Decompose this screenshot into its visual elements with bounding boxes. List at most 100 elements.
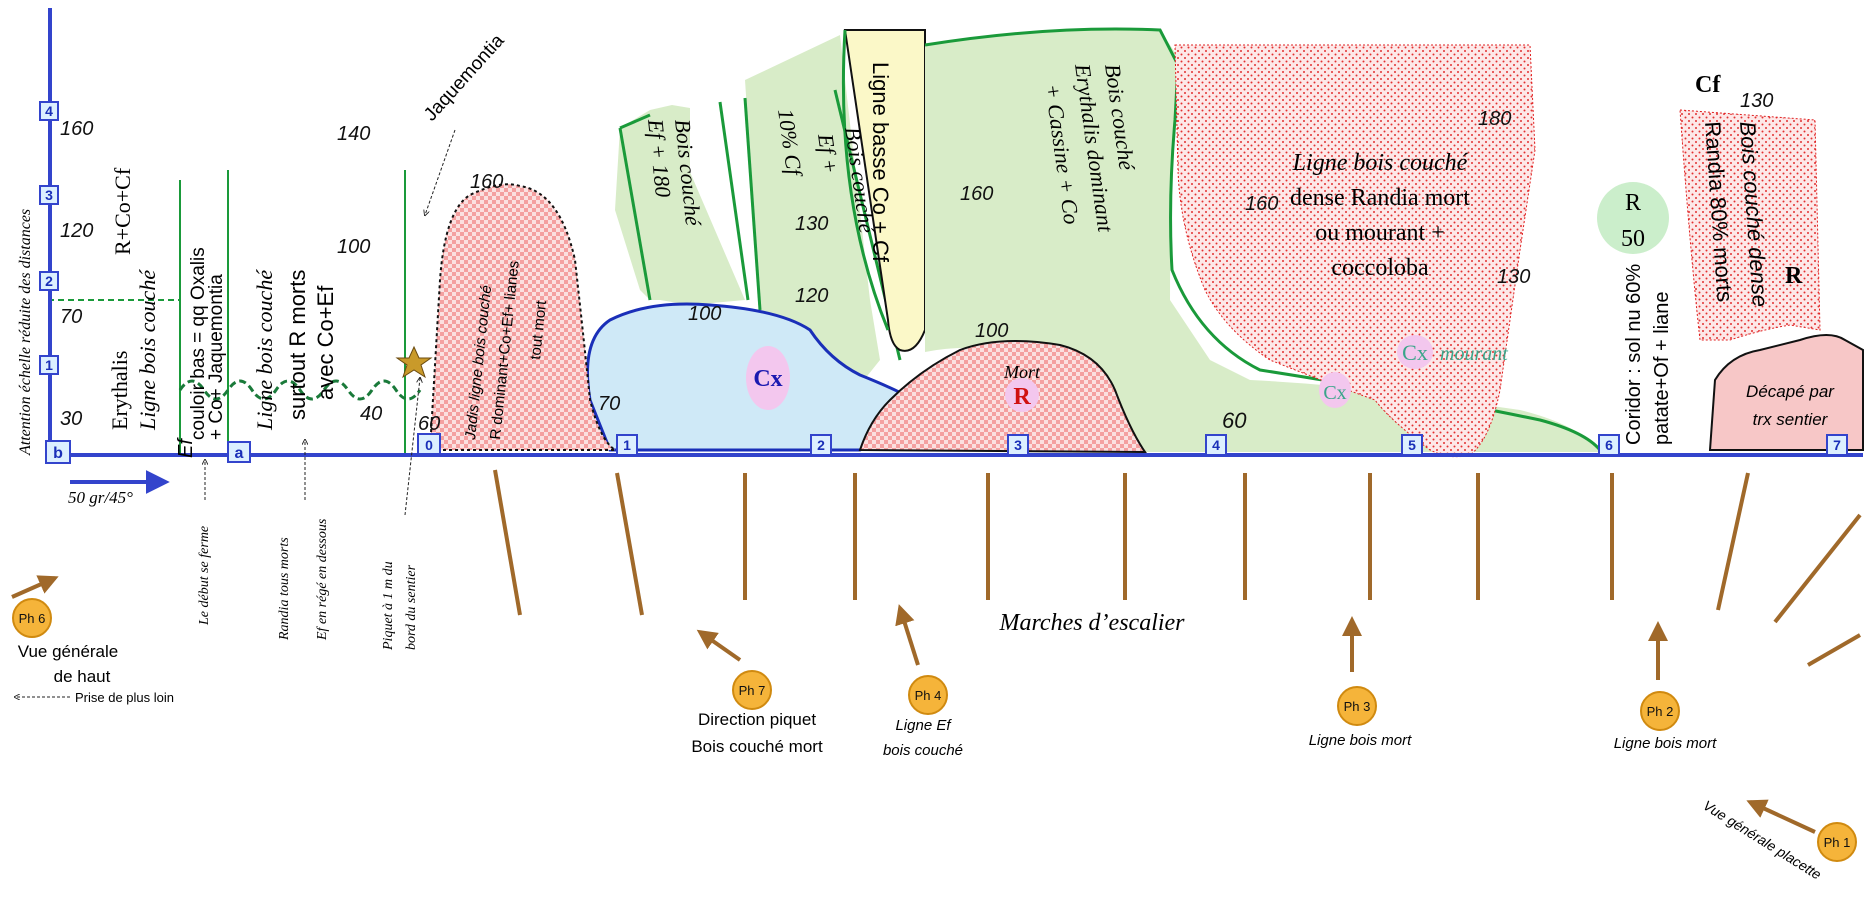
label-jaquemontia: Jaquemontia [420,30,509,125]
label-randia-1: Ligne bois couché [1292,150,1469,176]
note-debut: Le début se ferme [197,526,212,626]
label-cx-1: Cx [753,366,782,392]
svg-text:160: 160 [60,118,93,140]
direction-label: 50 gr/45° [68,488,133,507]
svg-text:70: 70 [598,393,620,415]
svg-text:180: 180 [1478,108,1511,130]
label-rcocf: R+Co+Cf [110,167,135,255]
zone-ligne-basse [843,29,926,352]
wavy-line [178,379,422,401]
label-cx-2: Cx [1323,382,1346,404]
marker-7: 7 [1826,434,1848,456]
label-ef-plus: Ef + [813,131,843,175]
svg-text:30: 30 [60,408,82,430]
note-piquet-1: Piquet à 1 m du [381,561,396,651]
photo-arrows [11,575,1816,834]
label-ef: Ef [175,437,197,458]
marker-1: 1 [616,434,638,456]
photo-ph3[interactable]: Ph 3 [1337,686,1377,726]
svg-text:3: 3 [1014,437,1022,453]
label-cx-3: Cx [1402,340,1428,365]
caption-ph6-2: de haut [54,667,111,686]
svg-text:130: 130 [795,213,828,235]
svg-text:2: 2 [45,273,53,289]
label-r-mort: R [1013,384,1031,410]
photo-ph1[interactable]: Ph 1 [1817,822,1857,862]
zone-bois-couche-ef-cf [745,35,880,385]
svg-text:b: b [53,445,63,462]
label-r50-r: R [1625,190,1641,216]
cx-marker [1319,372,1351,408]
svg-text:60: 60 [418,413,440,435]
svg-text:100: 100 [688,303,721,325]
marker-2: 2 [810,434,832,456]
photo-ph7[interactable]: Ph 7 [732,670,772,710]
cx-marker [746,346,790,410]
marker-5: 5 [1401,434,1423,456]
label-decape-2: trx sentier [1753,410,1829,429]
svg-text:40: 40 [360,403,382,425]
axis-tick: 2 [39,271,59,291]
marker-6: 6 [1598,434,1620,456]
caption-ph6-1: Vue générale [18,642,119,661]
marker-3: 3 [1007,434,1029,456]
label-randia-2: dense Randia mort [1290,185,1470,211]
label-mort: Mort [1003,362,1041,382]
svg-text:120: 120 [60,220,93,242]
svg-text:160: 160 [1245,193,1278,215]
zone-decape [1708,334,1864,451]
zone-jadis [428,183,619,451]
zone-mort [858,340,1147,454]
label-mourant: mourant [1440,343,1508,365]
svg-text:4: 4 [45,103,53,119]
photo-ph6[interactable]: Ph 6 [12,598,52,638]
label-couloir-1: couloir bas = qq Oxalis [188,247,209,440]
svg-text:1: 1 [623,437,631,453]
note-arrow [425,129,456,215]
marker-0: 0 [417,433,441,455]
marker-b: b [45,440,71,464]
label-decape-1: Décapé par [1746,382,1835,401]
label-cf: Cf [1695,72,1721,98]
axis-tick: 4 [39,101,59,121]
caption-ph6-3: Prise de plus loin [75,690,174,705]
svg-text:a: a [235,445,244,462]
label-marches: Marches d’escalier [998,610,1185,636]
caption-ph4-2: bois couché [883,742,963,759]
svg-text:4: 4 [1212,437,1220,453]
label-couloir-2: + Co+ Jaquemontia [206,274,227,440]
side-note: Attention échelle réduite des distances [17,209,34,456]
caption-ph7-2: Bois couché mort [691,737,823,756]
star-icon [395,345,433,379]
r50-marker [1597,182,1669,254]
label-surtout-r-morts: surtout R morts [285,270,310,420]
svg-text:100: 100 [975,320,1008,342]
note-randia-1: Randia tous morts [277,537,292,641]
svg-text:1: 1 [45,357,53,373]
note-randia-2: Ef en régé en dessous [315,518,330,641]
svg-text:130: 130 [1497,266,1530,288]
svg-text:140: 140 [337,123,370,145]
label-ligne-basse: Ligne basse Co + Cf [868,62,893,263]
note-arrow [404,378,420,516]
label-r-right: R [1785,263,1803,289]
label-erythalis: Erythalis [107,351,132,430]
label-randia-4: coccoloba [1331,255,1429,281]
r-marker [1005,378,1039,412]
height-values: 160 120 70 30 140 100 40 160 60 70 100 1… [60,90,1773,435]
svg-text:70: 70 [60,306,82,328]
svg-text:120: 120 [795,285,828,307]
caption-ph7-1: Direction piquet [698,710,816,729]
marker-a: a [227,441,251,463]
svg-text:130: 130 [1740,90,1773,112]
axis-tick: 1 [39,355,59,375]
caption-ph2-1: Ligne bois mort [1614,735,1717,752]
zone-bois-couche-ef [615,105,745,305]
label-coridor-1: Coridor : sol nu 60% [1623,264,1645,445]
label-avec-co-ef: avec Co+Ef [313,285,338,400]
svg-text:Ph 2: Ph 2 [1647,704,1674,719]
photo-ph2[interactable]: Ph 2 [1640,691,1680,731]
svg-text:Ph 3: Ph 3 [1344,699,1371,714]
photo-ph4[interactable]: Ph 4 [908,675,948,715]
